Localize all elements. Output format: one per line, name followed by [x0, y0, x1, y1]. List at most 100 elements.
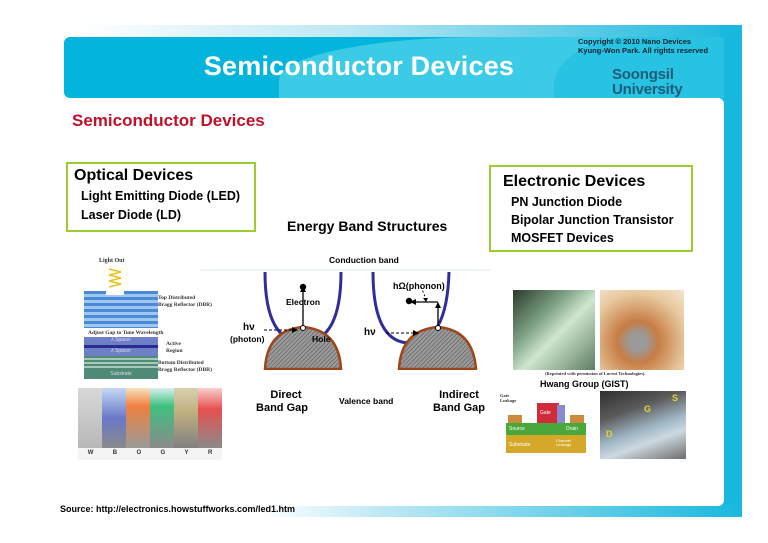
active-layer: [84, 345, 158, 348]
source-citation: Source: http://electronics.howstuffworks…: [60, 504, 296, 514]
label-line: Top Distributed: [158, 295, 196, 301]
top-dbr-label: Top Distributed Bragg Reflector (DBR): [158, 295, 212, 309]
label-line: Active: [166, 341, 181, 347]
hole-label: Hole: [312, 334, 331, 344]
right-frame-bar: [720, 25, 742, 517]
led-label: Y: [184, 450, 189, 456]
copyright-line: Copyright © 2010 Nano Devices: [578, 37, 692, 46]
led-blue: [102, 388, 126, 448]
electronic-devices-box: Electronic Devices PN Junction Diode Bip…: [489, 165, 693, 252]
led-color-labels: W B O G Y R: [78, 450, 222, 456]
led-photo: W B O G Y R: [78, 388, 222, 460]
led-green: [150, 388, 174, 448]
active-region-label: Active Region: [166, 341, 183, 355]
photo-caption: (Reprinted with permission of Lucent Tec…: [545, 371, 646, 376]
source-letter: S: [672, 393, 679, 403]
dam-analogy-photo: S G D: [600, 391, 686, 459]
label-line: Bottom Distributed: [158, 360, 204, 366]
first-transistor-photo: [600, 290, 684, 370]
label-line: Leakage: [556, 442, 572, 447]
source-label: Source: [509, 426, 525, 432]
valence-band-dome: [397, 325, 478, 370]
substrate-layer: Substrate: [84, 369, 158, 379]
mosfet-diagram: Gate Leakage Gate Source Drain Substrate…: [500, 393, 596, 455]
led-label: R: [207, 450, 213, 456]
adjust-gap-label: Adjust Gap to Tune Wavelength: [88, 330, 164, 336]
gate-block: [537, 403, 559, 423]
banner-wave-decoration: [554, 37, 724, 98]
led-red: [198, 388, 222, 448]
photon-symbol: hν: [243, 322, 255, 333]
gate-label: Gate: [540, 410, 551, 416]
drain-label: Drain: [566, 426, 578, 432]
box-title: Optical Devices: [74, 167, 194, 184]
hole-dot: [300, 325, 306, 331]
optical-devices-box: Optical Devices Light Emitting Diode (LE…: [66, 162, 256, 232]
copyright-notice: Copyright © 2010 Nano Devices Kyung-Won …: [578, 37, 708, 55]
light-wave-icon: [108, 268, 122, 288]
gate-letter: G: [644, 404, 652, 414]
source-drain-block: [506, 423, 586, 435]
label-line: Channel: [556, 438, 571, 443]
hole-dot: [435, 325, 441, 331]
spacer-layer: λ Spacer: [84, 348, 158, 356]
label-line: Leakage: [500, 398, 517, 403]
list-item: Laser Diode (LD): [81, 208, 182, 222]
list-item: MOSFET Devices: [511, 231, 614, 245]
led-label: G: [160, 450, 166, 456]
substrate-label: Substrate: [509, 442, 531, 448]
electron-dot: [299, 283, 307, 291]
led-orange: [126, 388, 150, 448]
list-item: Bipolar Junction Transistor: [511, 213, 674, 227]
drain-letter: D: [606, 429, 613, 439]
energy-band-diagram: [200, 269, 490, 370]
top-gradient-strip: [80, 25, 740, 37]
gate-side: [557, 405, 565, 423]
gate-leakage-label: Gate Leakage: [500, 393, 516, 403]
led-yellow: [174, 388, 198, 448]
phonon-label: hΩ(phonon): [393, 281, 445, 291]
title-banner: Semiconductor Devices: [64, 37, 724, 98]
label-line: Region: [166, 348, 183, 354]
inventors-photo: [513, 290, 595, 370]
electron-dot: [405, 297, 413, 305]
label-line: Bragg Reflector (DBR): [158, 302, 212, 308]
list-item: Light Emitting Diode (LED): [81, 189, 241, 203]
copyright-line: Kyung-Won Park. All rights reserved: [578, 46, 709, 55]
aperture: [106, 289, 124, 295]
section-heading: Semiconductor Devices: [72, 111, 265, 130]
indirect-band-gap-label: Indirect Band Gap: [433, 389, 485, 415]
top-dbr-layers: [84, 291, 158, 328]
direct-band-gap-label: Direct Band Gap: [256, 389, 308, 415]
led-label: B: [112, 450, 118, 456]
photon-label: (photon): [230, 334, 265, 344]
energy-band-title: Energy Band Structures: [287, 218, 448, 234]
electron-label: Electron: [286, 297, 321, 307]
contact-right: [570, 415, 584, 423]
label-line: Gate: [500, 393, 510, 398]
label-line: Indirect: [439, 389, 479, 401]
light-out-label: Light Out: [99, 258, 125, 264]
logo-line: University: [612, 81, 683, 98]
substrate-block: [506, 435, 586, 453]
list-item: PN Junction Diode: [511, 195, 623, 209]
label-line: Bragg Reflector (DBR): [158, 367, 212, 373]
label-line: Band Gap: [256, 402, 308, 414]
channel-leakage-label: Channel Leakage: [556, 439, 571, 447]
logo-line: Soongsil: [612, 66, 674, 83]
slide-title: Semiconductor Devices: [203, 51, 515, 81]
label-line: Band Gap: [433, 402, 485, 414]
spacer-layer: λ Spacer: [84, 337, 158, 345]
hwang-group-label: Hwang Group (GIST): [540, 379, 629, 389]
led-label: W: [87, 450, 94, 456]
bottom-gradient-strip: [260, 505, 742, 517]
led-white: [78, 388, 102, 448]
bottom-dbr-layers: [84, 356, 158, 369]
valence-band-label: Valence band: [339, 396, 394, 406]
led-label: O: [136, 450, 142, 456]
photon-symbol: hν: [364, 327, 376, 338]
label-line: Direct: [270, 389, 302, 401]
contact-left: [508, 415, 522, 423]
box-title: Electronic Devices: [503, 173, 646, 190]
university-logo: Soongsil University: [612, 67, 683, 97]
